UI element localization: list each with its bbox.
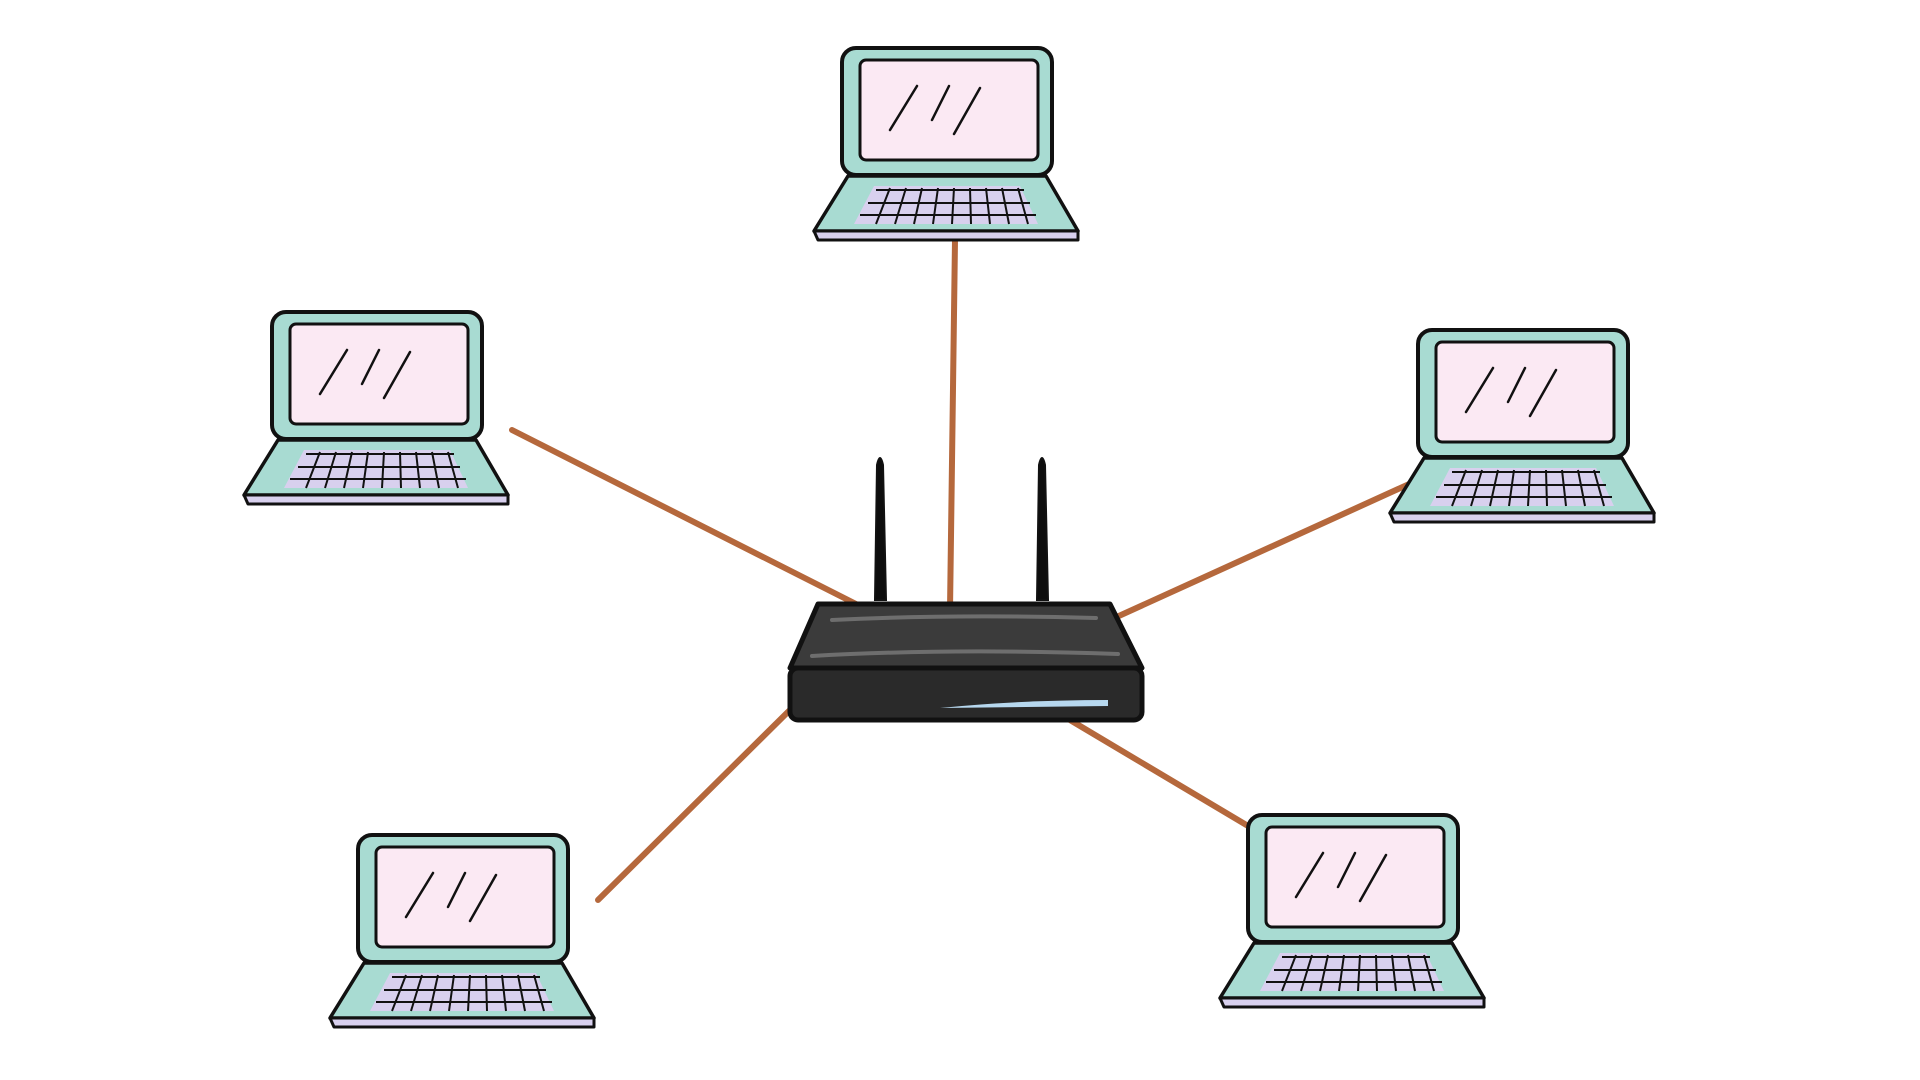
- keyboard-key-divider: [969, 187, 972, 225]
- screen-glare: [888, 84, 919, 132]
- keyboard-key-divider: [1451, 469, 1467, 507]
- laptop-screen: [858, 58, 1040, 162]
- laptop-icon: [812, 46, 1080, 242]
- keyboard-key-divider: [415, 451, 421, 489]
- screen-glare: [404, 871, 435, 919]
- router-highlight: [830, 614, 1098, 622]
- router-front: [787, 665, 1145, 723]
- keyboard-key-divider: [1489, 469, 1499, 507]
- keyboard-key-divider: [1545, 469, 1548, 507]
- keyboard-key-divider: [1338, 954, 1345, 992]
- screen-glare: [952, 86, 982, 136]
- keyboard-key-divider: [305, 451, 321, 489]
- cables: [509, 237, 1443, 903]
- screen-glare: [468, 873, 498, 923]
- keyboard-key-divider: [951, 187, 955, 225]
- keyboard-key-divider: [399, 451, 402, 489]
- keyboard-key-divider: [324, 451, 337, 489]
- keyboard-key-divider: [517, 974, 526, 1012]
- keyboard-key-divider: [447, 451, 459, 489]
- keyboard-key-divider: [501, 974, 507, 1012]
- antenna-icon: [1035, 457, 1050, 601]
- screen-glare: [1506, 366, 1527, 404]
- keyboard-key-divider: [1508, 469, 1515, 507]
- router-led: [940, 700, 1108, 708]
- laptop-icon: [242, 310, 510, 506]
- cable-line: [595, 697, 803, 903]
- laptop-screen: [1264, 825, 1446, 929]
- laptop-icon: [1218, 813, 1486, 1009]
- keyboard-key-divider: [1391, 954, 1397, 992]
- keyboard-key-divider: [1423, 954, 1435, 992]
- cable-line: [1107, 467, 1443, 623]
- keyboard-key-divider: [381, 451, 385, 489]
- keyboard-key-divider: [429, 974, 439, 1012]
- laptop-bottom: [1388, 511, 1656, 524]
- laptop-bottom: [242, 493, 510, 506]
- keyboard-key-divider: [1527, 469, 1531, 507]
- laptop-keyboard: [370, 973, 554, 1011]
- laptop-keyboard: [1430, 468, 1614, 506]
- keyboard-key-divider: [1300, 954, 1313, 992]
- laptop-keyboard: [284, 450, 468, 488]
- keyboard-key-divider: [913, 187, 923, 225]
- keyboard-key-divider: [894, 187, 907, 225]
- keyboard-key-divider: [431, 451, 440, 489]
- keyboard-key-divider: [875, 187, 891, 225]
- laptop-keyboard: [1260, 953, 1444, 991]
- keyboard-key-divider: [1001, 187, 1010, 225]
- laptop-screen: [288, 322, 470, 426]
- keyboard-key-divider: [1407, 954, 1416, 992]
- keyboard-key-divider: [448, 974, 455, 1012]
- screen-glare: [1336, 851, 1357, 889]
- screen-glare: [1464, 366, 1495, 414]
- keyboard-key-divider: [1319, 954, 1329, 992]
- screen-glare: [1358, 853, 1388, 903]
- keyboard-key-divider: [410, 974, 423, 1012]
- screen-glare: [1528, 368, 1558, 418]
- antenna-icon: [873, 457, 888, 601]
- laptop-screen: [374, 845, 556, 949]
- cable-line: [947, 237, 958, 613]
- cable-line: [509, 427, 861, 608]
- keyboard-key-divider: [985, 187, 991, 225]
- laptop-icon: [328, 833, 596, 1029]
- screen-glare: [1294, 851, 1325, 899]
- screen-glare: [446, 871, 467, 909]
- laptop-keyboard: [854, 186, 1038, 224]
- laptop-bottom: [1218, 996, 1486, 1009]
- screen-glare: [382, 350, 412, 400]
- laptop-screen: [1434, 340, 1616, 444]
- laptop-bottom: [328, 1016, 596, 1029]
- screen-glare: [360, 348, 381, 386]
- screen-glare: [930, 84, 951, 122]
- keyboard-key-divider: [343, 451, 353, 489]
- laptop-icon: [1388, 328, 1656, 524]
- keyboard-key-divider: [1017, 187, 1029, 225]
- keyboard-key-divider: [1470, 469, 1483, 507]
- router-top: [787, 601, 1145, 671]
- keyboard-key-divider: [362, 451, 369, 489]
- keyboard-key-divider: [932, 187, 939, 225]
- keyboard-key-divider: [391, 974, 407, 1012]
- keyboard-key-divider: [1281, 954, 1297, 992]
- keyboard-key-divider: [1577, 469, 1586, 507]
- keyboard-key-divider: [485, 974, 488, 1012]
- laptop-bottom: [812, 229, 1080, 242]
- laptops: [242, 46, 1656, 1029]
- keyboard-key-divider: [467, 974, 471, 1012]
- keyboard-key-divider: [1375, 954, 1378, 992]
- keyboard-key-divider: [1593, 469, 1605, 507]
- keyboard-key-divider: [1357, 954, 1361, 992]
- keyboard-key-divider: [1561, 469, 1567, 507]
- keyboard-key-divider: [533, 974, 545, 1012]
- router-highlight: [810, 649, 1120, 658]
- router-icon: [787, 457, 1145, 723]
- screen-glare: [318, 348, 349, 396]
